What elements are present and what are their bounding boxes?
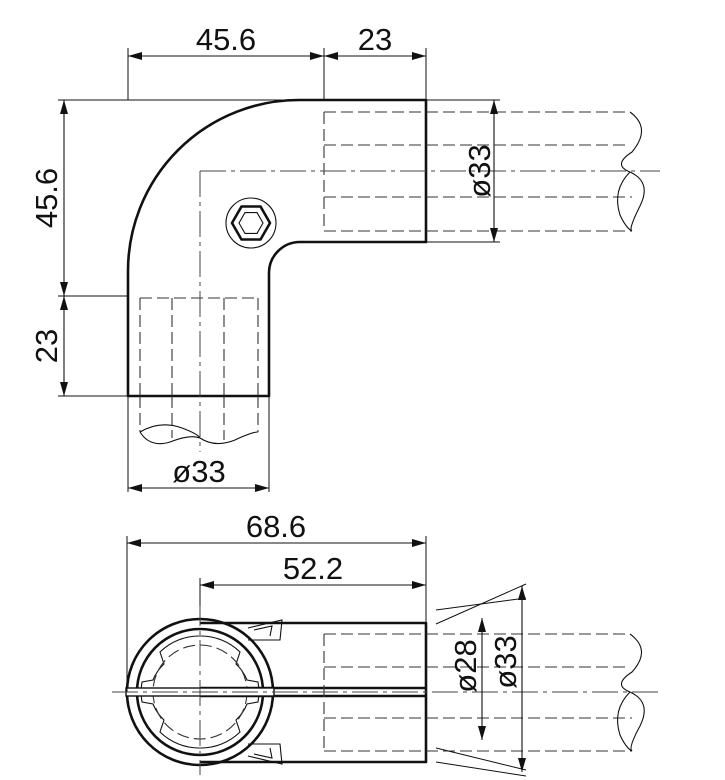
dim-outer-dia-label: ø33	[488, 635, 523, 688]
dim-overall-length: 68.6	[126, 509, 427, 692]
bottom-socket-hidden-lines	[139, 297, 259, 396]
dim-socket-depth-h: 23	[324, 22, 426, 60]
bottom-tube-stub	[139, 396, 259, 445]
dim-socket-depth-v-label: 23	[29, 329, 64, 363]
hex-screw-icon	[225, 197, 277, 249]
bottom-view-section: 68.6 52.2 ø28 ø33	[112, 509, 660, 777]
dim-arm-length-v-label: 45.6	[29, 168, 64, 228]
dim-tube-dia-bottom-label: ø33	[172, 454, 225, 489]
dim-arm-length-h-label: 45.6	[196, 22, 256, 57]
dim-center-to-end-label: 52.2	[283, 551, 343, 586]
top-view-elbow: 45.6 23 45.6 23	[29, 22, 660, 492]
dim-inner-dia: ø28	[435, 597, 527, 777]
dim-socket-depth-h-label: 23	[358, 22, 392, 57]
dim-socket-depth-v: 23	[29, 296, 68, 396]
dim-tube-dia-right-label: ø33	[462, 144, 497, 197]
dim-overall-length-label: 68.6	[246, 509, 306, 544]
dim-outer-dia: ø33	[435, 583, 527, 772]
dim-arm-length-h: 45.6	[127, 22, 427, 100]
dim-tube-dia-bottom: ø33	[127, 396, 270, 492]
section-tube-stub	[426, 633, 645, 752]
elbow-body-outline	[126, 98, 428, 398]
dim-center-to-end: 52.2	[199, 551, 426, 606]
dim-tube-dia-right: ø33	[426, 99, 500, 243]
dim-arm-length-v: 45.6	[29, 99, 300, 397]
right-tube-stub	[426, 111, 645, 232]
dim-inner-dia-label: ø28	[448, 639, 483, 692]
